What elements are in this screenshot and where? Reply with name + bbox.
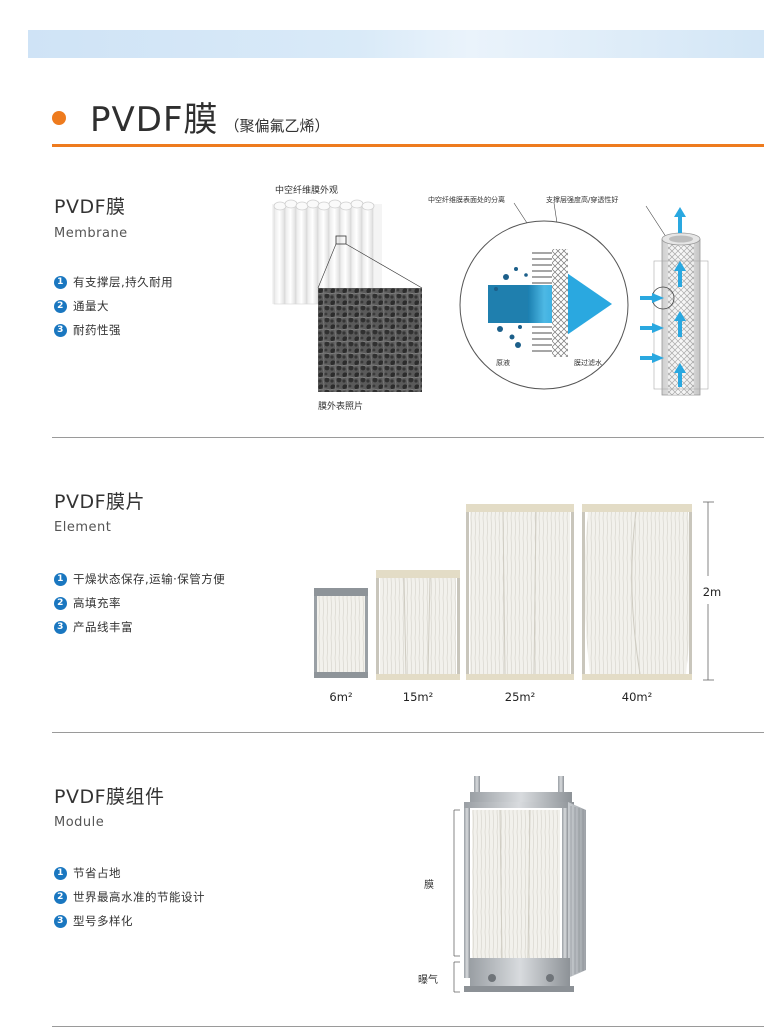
- number-badge: 1: [54, 572, 67, 586]
- element-panels: [314, 501, 714, 681]
- surface-photo: [318, 288, 422, 392]
- number-badge: 1: [54, 275, 67, 289]
- number-badge: 3: [54, 620, 67, 634]
- title-divider: [52, 144, 764, 147]
- number-badge: 2: [54, 890, 67, 904]
- section-divider: [52, 437, 764, 438]
- list-item: 1 节省占地: [54, 861, 205, 885]
- section-divider: [52, 732, 764, 733]
- list-item: 3 型号多样化: [54, 909, 205, 933]
- hollow-fiber-image: [272, 199, 423, 305]
- list-item: 1 有支撑层,持久耐用: [54, 270, 173, 294]
- number-badge: 2: [54, 299, 67, 313]
- feature-text: 产品线丰富: [73, 620, 133, 634]
- number-badge: 3: [54, 914, 67, 928]
- title-bullet-icon: [52, 111, 66, 125]
- feature-text: 高填充率: [73, 596, 121, 610]
- feature-text: 世界最高水准的节能设计: [73, 890, 205, 904]
- separation-diagram: [459, 202, 709, 396]
- feature-text: 型号多样化: [73, 914, 133, 928]
- module-subtitle-en: Module: [54, 815, 105, 830]
- size-label-25: 25m²: [504, 690, 536, 704]
- module-image: [453, 776, 586, 993]
- support-label: 支撑层强度高/穿透性好: [546, 196, 619, 204]
- list-item: 2 世界最高水准的节能设计: [54, 885, 205, 909]
- feature-text: 节省占地: [73, 866, 121, 880]
- height-label: 2m: [702, 585, 722, 599]
- element-title: PVDF膜片: [54, 491, 146, 513]
- number-badge: 2: [54, 596, 67, 610]
- list-item: 3 耐药性强: [54, 318, 173, 342]
- membrane-features: 1 有支撑层,持久耐用 2 通量大 3 耐药性强: [54, 270, 173, 342]
- size-label-40: 40m²: [621, 690, 653, 704]
- list-item: 2 高填充率: [54, 591, 225, 615]
- fiber-caption: 中空纤维膜外观: [275, 186, 339, 196]
- feature-text: 耐药性强: [73, 323, 121, 337]
- top-banner: [28, 30, 764, 58]
- page-title-subtitle: （聚偏氟乙烯）: [224, 117, 330, 135]
- list-item: 2 通量大: [54, 294, 173, 318]
- element-subtitle-en: Element: [54, 520, 112, 535]
- membrane-title: PVDF膜: [54, 196, 126, 218]
- size-label-6: 6m²: [329, 690, 353, 704]
- feature-text: 通量大: [73, 299, 109, 313]
- membrane-label: 膜: [424, 880, 434, 891]
- module-title: PVDF膜组件: [54, 786, 165, 808]
- membrane-subtitle-en: Membrane: [54, 226, 128, 241]
- size-label-15: 15m²: [402, 690, 434, 704]
- list-item: 1 干燥状态保存,运输·保管方便: [54, 567, 225, 591]
- surface-caption: 膜外表照片: [318, 402, 364, 412]
- element-features: 1 干燥状态保存,运输·保管方便 2 高填充率 3 产品线丰富: [54, 567, 225, 639]
- number-badge: 3: [54, 323, 67, 337]
- number-badge: 1: [54, 866, 67, 880]
- feature-text: 干燥状态保存,运输·保管方便: [73, 572, 226, 586]
- filtered-water-label: 膜过滤水: [574, 359, 602, 367]
- separation-label: 中空纤维膜表面处的分离: [428, 196, 505, 204]
- page-title: PVDF膜 （聚偏氟乙烯）: [52, 92, 330, 141]
- raw-liquid-label: 原液: [496, 359, 510, 367]
- feature-text: 有支撑层,持久耐用: [73, 275, 174, 289]
- page-title-main: PVDF膜: [90, 100, 219, 140]
- section-divider: [52, 1026, 764, 1027]
- module-features: 1 节省占地 2 世界最高水准的节能设计 3 型号多样化: [54, 861, 205, 933]
- list-item: 3 产品线丰富: [54, 615, 225, 639]
- aeration-label: 曝气: [418, 975, 438, 986]
